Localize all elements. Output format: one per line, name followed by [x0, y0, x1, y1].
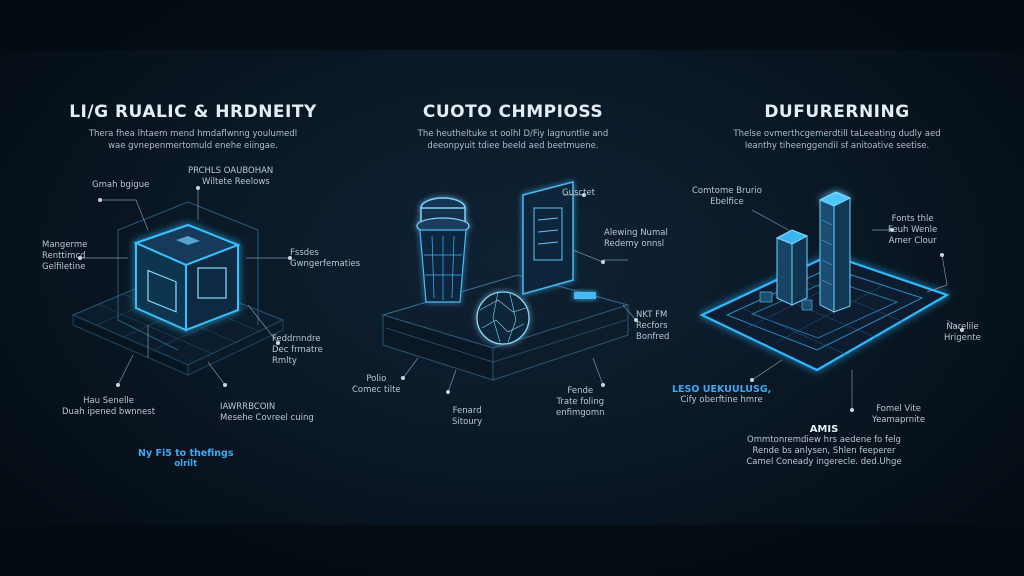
- bottom-band: [0, 525, 1024, 576]
- label-top-left: Comtome Brurio Ebelfice: [692, 186, 762, 207]
- label-right: Alewing Numal Redemy onnsl: [604, 228, 668, 249]
- panel-data-security: LI/G RUALIC & HRDNEITY Thera fhea lhtaem…: [28, 80, 361, 500]
- label-mid-right: Feddrnndre Dec frmatre Rmlty: [272, 334, 323, 366]
- label-bottom-block: AMIS Ommtonremdiew hrs aedene fo felg Re…: [746, 424, 902, 467]
- label-top-left: Gmah bgigue: [92, 180, 150, 190]
- top-band: [0, 0, 1024, 50]
- panel-subtitle: Thera fhea lhtaem mend hmdaflwnng youlum…: [88, 129, 298, 151]
- label-highlight: Ny Fi5 to thefings olrilt: [138, 448, 234, 469]
- label-bottom-right: Fomel Vite Yeamaprnite: [872, 404, 926, 425]
- label-bottom-mid: Fenard Sitoury: [452, 406, 483, 427]
- label-bottom-left: Polio Comec tilte: [352, 374, 401, 395]
- panel-title: LI/G RUALIC & HRDNEITY: [69, 102, 317, 122]
- label-mid-right: NKT FM Recfors Bonfred: [636, 310, 670, 342]
- panel-subtitle: Thelse ovmerthcgemerdtill taLeeating dud…: [733, 129, 941, 151]
- panel-title: DUFURERNING: [764, 102, 910, 122]
- label-bottom-left: Hau Senelle Duah ipened bwnnest: [62, 396, 156, 417]
- panel-cloud-computing: CUOTO CHMPIOSS The heutheltuke st oolhl …: [348, 80, 678, 500]
- label-bottom-right: Fende Trate foling enfimgomn: [556, 386, 605, 418]
- label-left: Mangerme Renttimcd Gelfiletine: [42, 240, 88, 272]
- panel-subtitle: The heutheltuke st oolhl D/Fiy lagnuntli…: [417, 129, 609, 151]
- panel-title: CUOTO CHMPIOSS: [422, 102, 604, 122]
- label-far-right: Narelile Hrigente: [944, 322, 981, 343]
- city-illustration: [699, 191, 964, 412]
- label-bottom-right: IAWRRBCOIN Mesehe Covreel cuing: [220, 402, 314, 423]
- label-right: Fonts thle Feuh Wenle Amer Clour: [888, 214, 938, 246]
- server-illustration: [381, 181, 638, 394]
- panel-urban-planning: DUFURERNING Thelse ovmerthcgemerdtill ta…: [672, 80, 1002, 500]
- label-right: Fssdes Gwngerfematies: [290, 248, 361, 269]
- cube-illustration: [71, 186, 292, 387]
- label-highlight: LESO UEKUULUSG, Cify oberftine hmre: [672, 384, 772, 405]
- label-top-right: PRCHLS OAUBOHAN Wiltete Reelows: [188, 166, 274, 187]
- label-top-right: Gusctet: [562, 188, 595, 198]
